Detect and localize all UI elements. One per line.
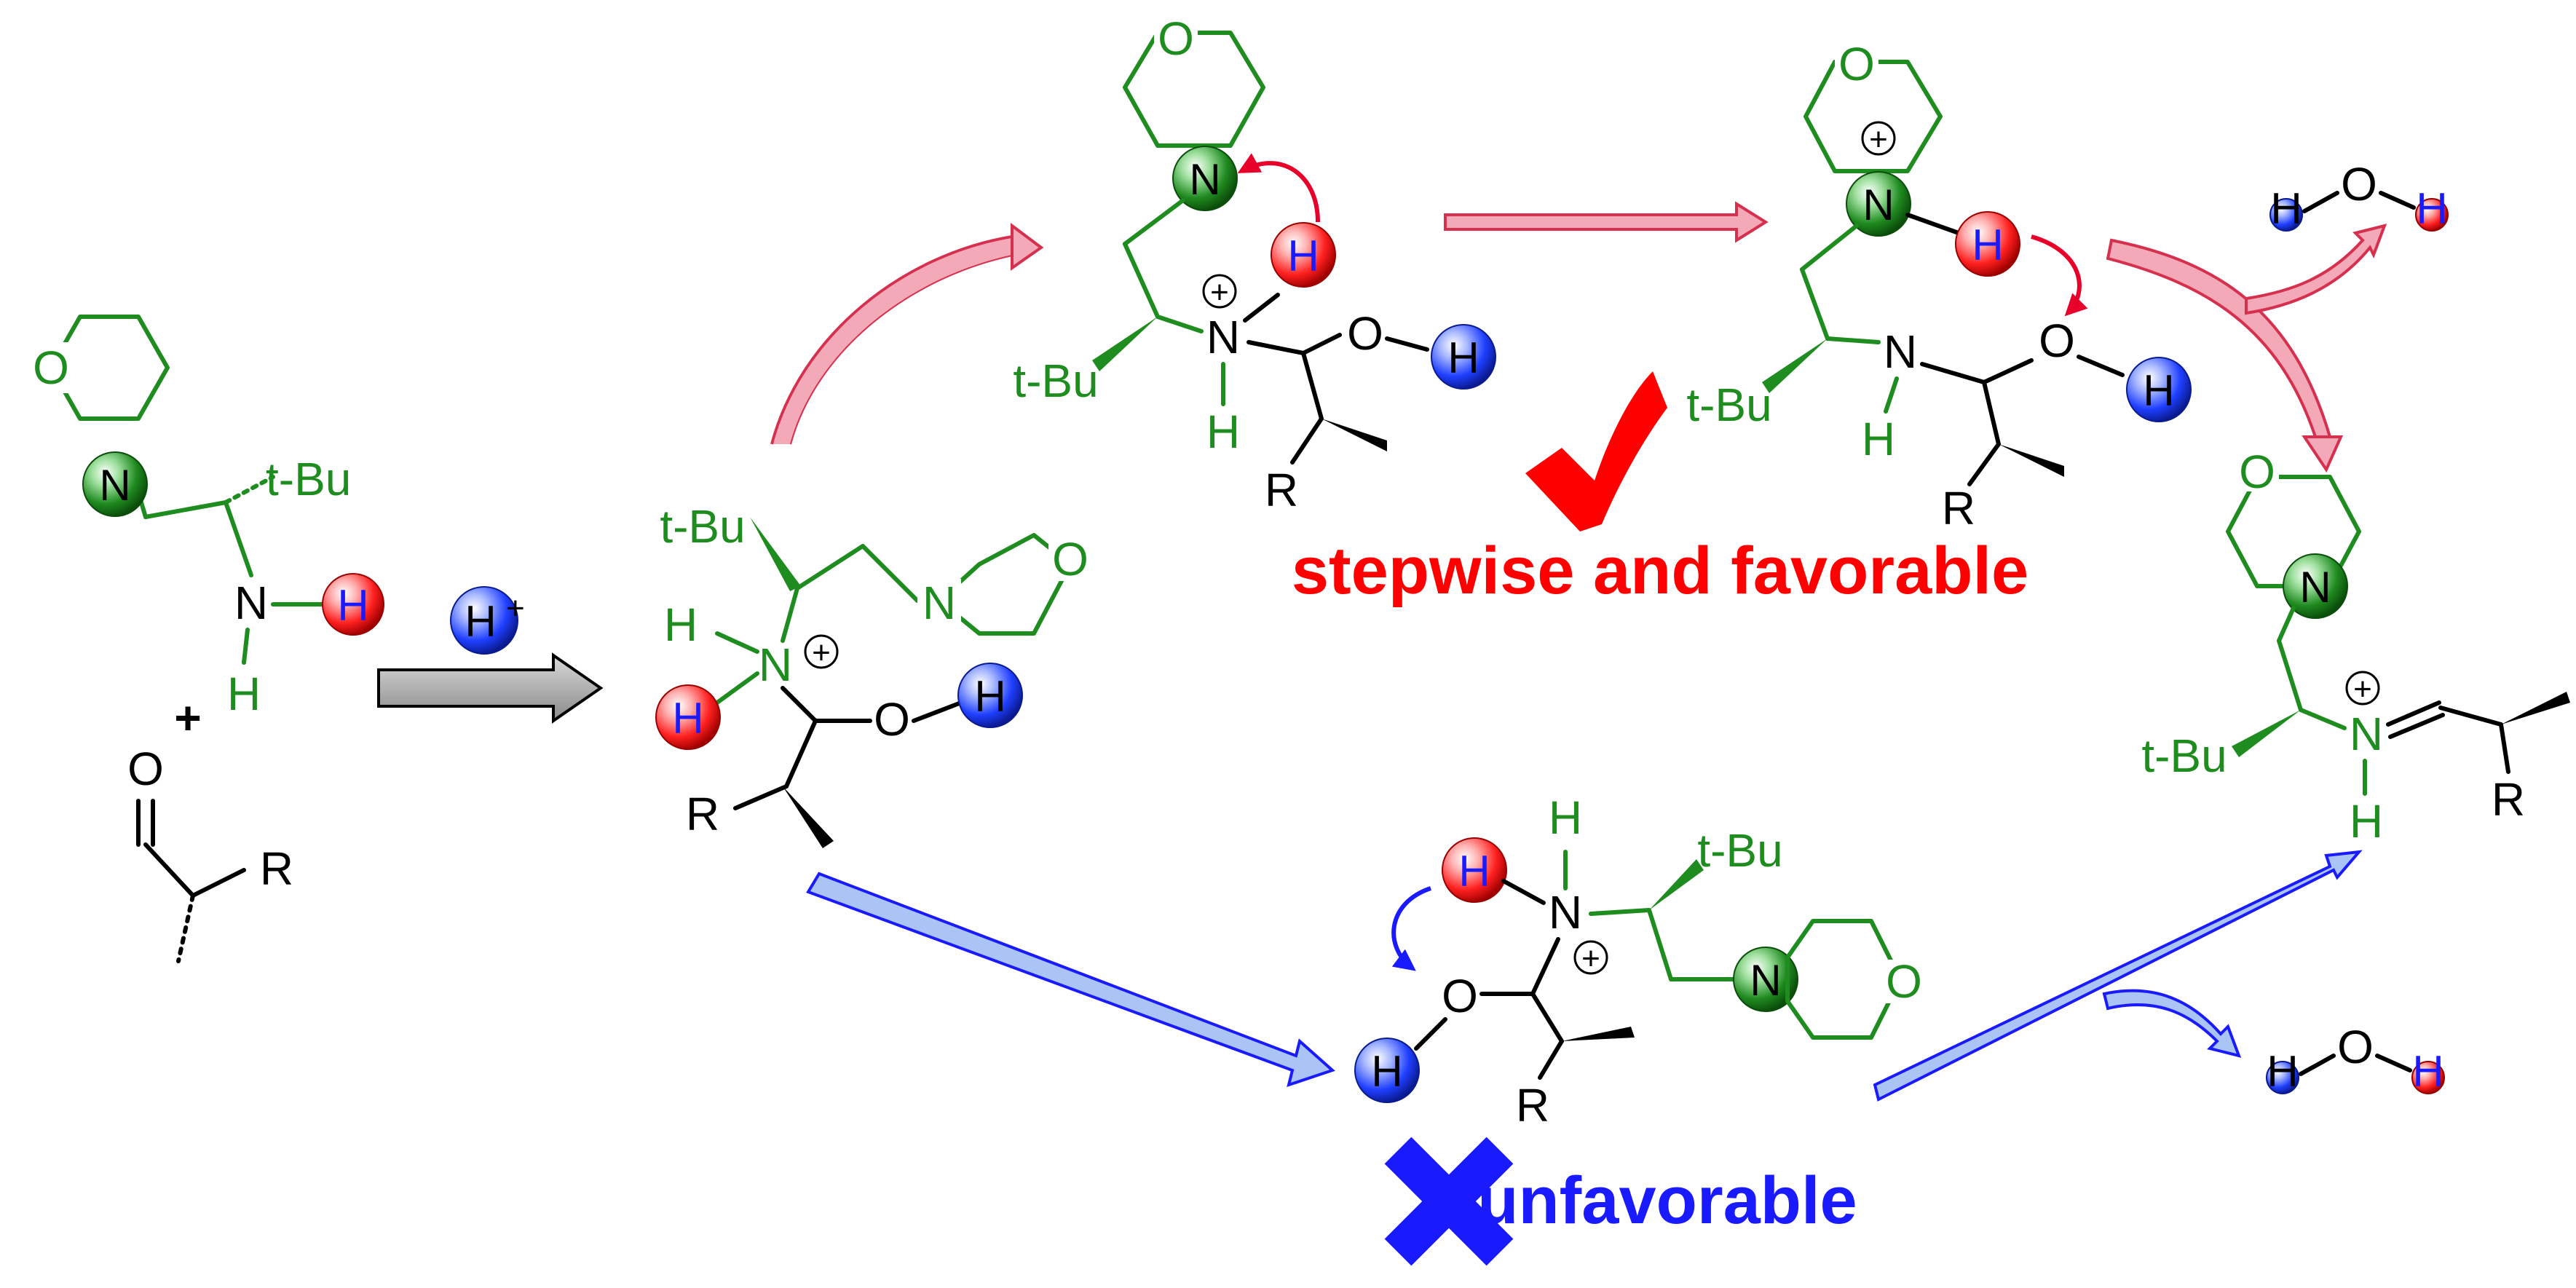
atom-n: N — [234, 577, 268, 629]
svg-text:+: + — [1869, 122, 1888, 157]
svg-text:N: N — [1549, 886, 1582, 939]
svg-text:H: H — [465, 597, 496, 646]
svg-text:O: O — [1838, 38, 1875, 90]
nitrogen-ball — [82, 451, 148, 517]
unfavorable-label: unfavorable — [1477, 1163, 1857, 1238]
water-top: H O H — [2269, 158, 2449, 233]
svg-text:N: N — [1750, 956, 1781, 1005]
svg-text:+: + — [506, 590, 525, 626]
svg-text:+: + — [2353, 671, 2372, 707]
svg-text:H: H — [974, 672, 1005, 721]
svg-text:N: N — [922, 577, 956, 629]
favorable-label: stepwise and favorable — [1292, 534, 2028, 608]
proton-ball-red — [322, 573, 384, 636]
intermediate-top-right: O + N H t-Bu N H O H R — [1686, 38, 2192, 534]
svg-text:R: R — [1942, 482, 1975, 534]
checkmark-icon — [1525, 371, 1667, 532]
intermediate-bottom: H N + H t-Bu N O O H R — [1354, 791, 1926, 1131]
svg-text:H: H — [1447, 333, 1479, 382]
svg-text:t-Bu: t-Bu — [1686, 379, 1771, 431]
svg-text:t-Bu: t-Bu — [660, 500, 745, 553]
plus-sign: + — [174, 692, 201, 744]
svg-text:H: H — [672, 694, 703, 743]
electron-arrow-blue — [1391, 886, 1431, 971]
svg-text:N: N — [1206, 311, 1240, 363]
svg-text:R: R — [1516, 1079, 1549, 1131]
svg-text:H: H — [227, 668, 261, 720]
svg-text:+: + — [812, 635, 831, 671]
svg-text:R: R — [686, 788, 719, 840]
svg-text:N: N — [99, 461, 130, 510]
svg-text:N: N — [2299, 563, 2331, 612]
svg-text:O: O — [874, 693, 910, 746]
cross-icon — [1384, 1137, 1514, 1266]
svg-text:N: N — [1862, 181, 1894, 229]
water-bottom: H O H — [2266, 1021, 2445, 1096]
svg-text:H: H — [2350, 795, 2383, 848]
svg-text:H: H — [1549, 791, 1582, 844]
svg-text:H: H — [2143, 366, 2174, 415]
reactant-aldehyde: O R — [127, 743, 293, 963]
svg-text:t-Bu: t-Bu — [2141, 730, 2227, 782]
svg-text:O: O — [2039, 315, 2075, 367]
svg-text:H: H — [1862, 413, 1895, 465]
blue-arrow-to-product — [1873, 850, 2363, 1102]
svg-text:R: R — [1265, 464, 1298, 516]
svg-text:O: O — [1886, 955, 1922, 1008]
svg-text:R: R — [2492, 773, 2525, 826]
intermediate-hemiaminal: t-Bu N O N + H H O H R — [655, 500, 1092, 848]
proton-ball-blue — [450, 586, 518, 655]
svg-text:+: + — [1210, 274, 1229, 310]
electron-arrow-red-2 — [2031, 234, 2088, 317]
svg-text:H: H — [337, 581, 368, 630]
svg-text:N: N — [1884, 325, 1917, 378]
electron-arrow-red — [1237, 153, 1320, 223]
svg-text:+: + — [1581, 941, 1600, 976]
svg-text:t-Bu: t-Bu — [1697, 824, 1782, 877]
svg-text:O: O — [2337, 1021, 2374, 1073]
svg-text:t-Bu: t-Bu — [1013, 355, 1098, 407]
forward-arrow — [377, 652, 604, 724]
svg-text:O: O — [1347, 307, 1383, 360]
reactant-amine: O N t-Bu N H H — [29, 315, 384, 720]
svg-text:H: H — [1458, 847, 1490, 896]
svg-text:H: H — [2270, 184, 2302, 233]
svg-text:H: H — [1206, 406, 1240, 458]
svg-text:N: N — [2350, 708, 2383, 760]
svg-text:O: O — [2341, 158, 2377, 210]
pink-arrow-right — [1444, 201, 1769, 243]
svg-text:H: H — [664, 598, 698, 651]
svg-text:O: O — [127, 743, 164, 795]
svg-text:H: H — [1972, 221, 2003, 269]
intermediate-top-left: O N t-Bu N + H H O H R — [1013, 12, 1496, 516]
product-iminium: O N t-Bu N + H R — [2141, 446, 2570, 848]
morpholine-ring — [49, 315, 170, 421]
blue-arrow-down — [806, 872, 1335, 1088]
svg-text:O: O — [1442, 970, 1478, 1022]
svg-text:N: N — [1189, 155, 1220, 204]
svg-text:H: H — [2412, 1047, 2443, 1096]
svg-text:H: H — [2267, 1047, 2298, 1096]
atom-tbu: t-Bu — [266, 453, 351, 505]
svg-text:H: H — [2416, 184, 2447, 233]
svg-text:H: H — [1371, 1047, 1402, 1096]
svg-text:N: N — [759, 639, 792, 691]
svg-text:O: O — [2239, 446, 2275, 498]
atom-o: O — [33, 341, 69, 394]
svg-text:O: O — [1052, 533, 1089, 585]
svg-text:H: H — [1287, 232, 1319, 280]
svg-text:O: O — [1158, 12, 1194, 65]
svg-text:R: R — [260, 842, 293, 895]
